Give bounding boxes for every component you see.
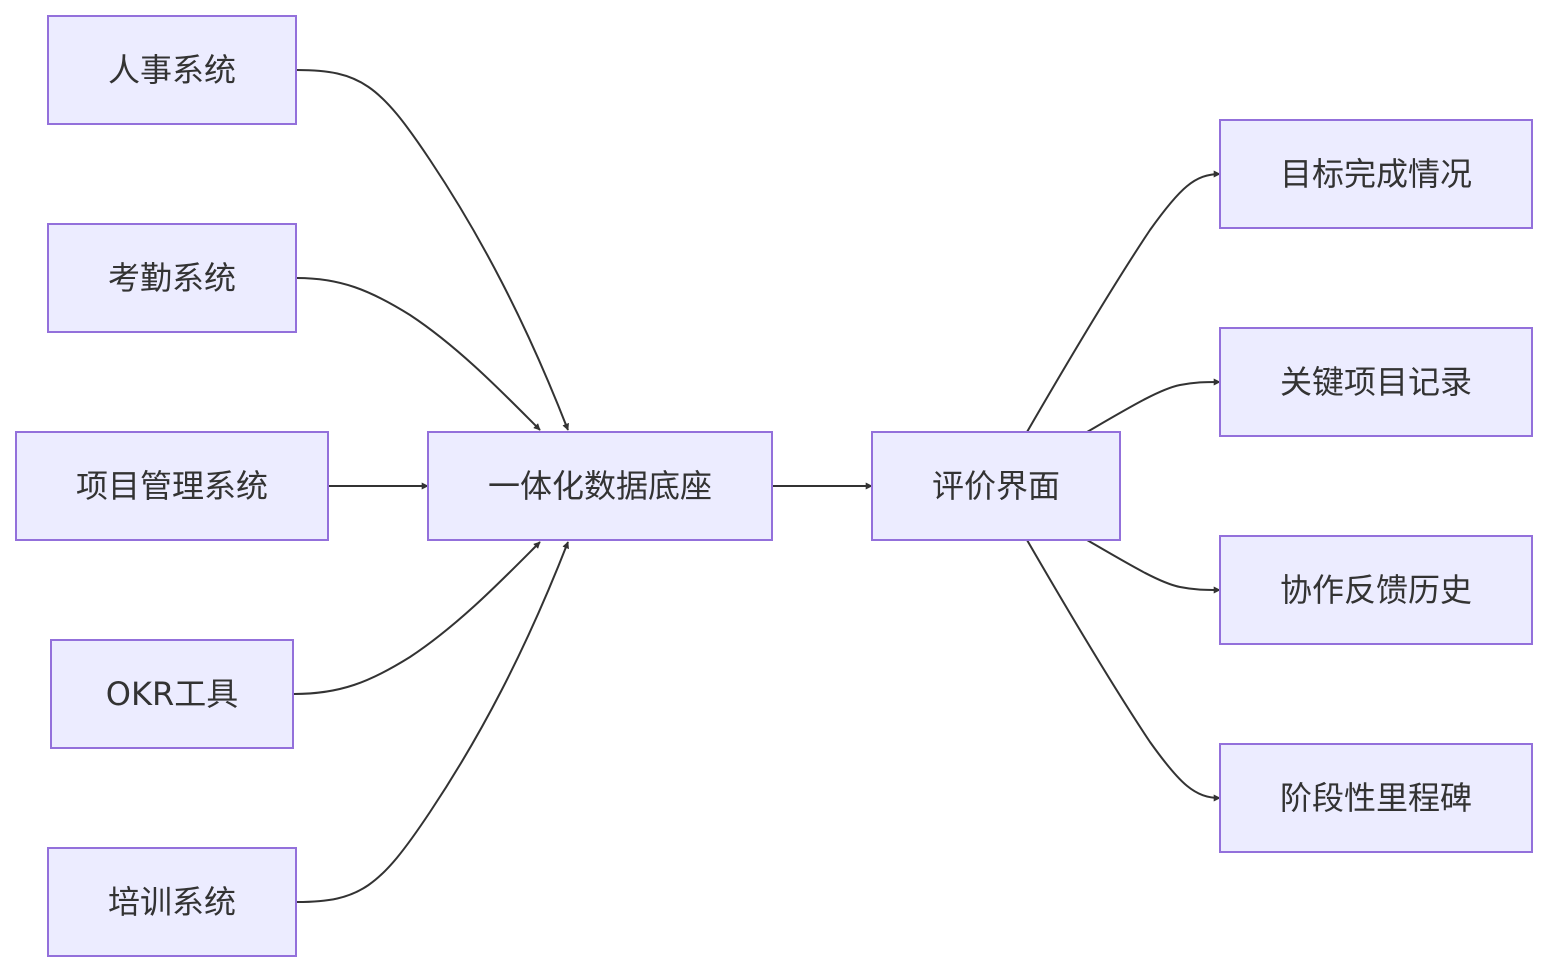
edge-hr-to-platform [296,69,569,431]
edge-eval-to-feedback [1086,539,1221,594]
node-training-system: 培训系统 [47,847,297,957]
edge-eval-to-goals [1026,170,1221,433]
node-integrated-data-platform: 一体化数据底座 [427,431,773,541]
edge-okr-to-platform [293,541,541,695]
node-label: 考勤系统 [107,259,236,297]
node-label: 人事系统 [107,51,236,89]
node-label: 项目管理系统 [75,467,268,505]
node-okr-tool: OKR工具 [50,639,294,749]
node-goal-completion: 目标完成情况 [1219,119,1533,229]
node-label: 协作反馈历史 [1279,571,1472,609]
edge-attendance-to-platform [296,277,541,431]
node-attendance-system: 考勤系统 [47,223,297,333]
node-label: 一体化数据底座 [487,467,712,505]
node-label: 评价界面 [931,467,1060,505]
node-phase-milestones: 阶段性里程碑 [1219,743,1533,853]
edge-eval-to-milestones [1026,539,1221,802]
node-evaluation-interface: 评价界面 [871,431,1121,541]
edge-eval-to-projects [1086,378,1221,433]
node-label: 阶段性里程碑 [1279,779,1472,817]
node-label: 培训系统 [107,883,236,921]
edge-training-to-platform [296,541,569,903]
node-project-management-system: 项目管理系统 [15,431,329,541]
node-label: OKR工具 [105,675,239,713]
node-key-project-records: 关键项目记录 [1219,327,1533,437]
node-label: 关键项目记录 [1279,363,1472,401]
node-label: 目标完成情况 [1279,155,1472,193]
edges-group [293,69,1221,903]
node-hr-system: 人事系统 [47,15,297,125]
node-collaboration-feedback-history: 协作反馈历史 [1219,535,1533,645]
